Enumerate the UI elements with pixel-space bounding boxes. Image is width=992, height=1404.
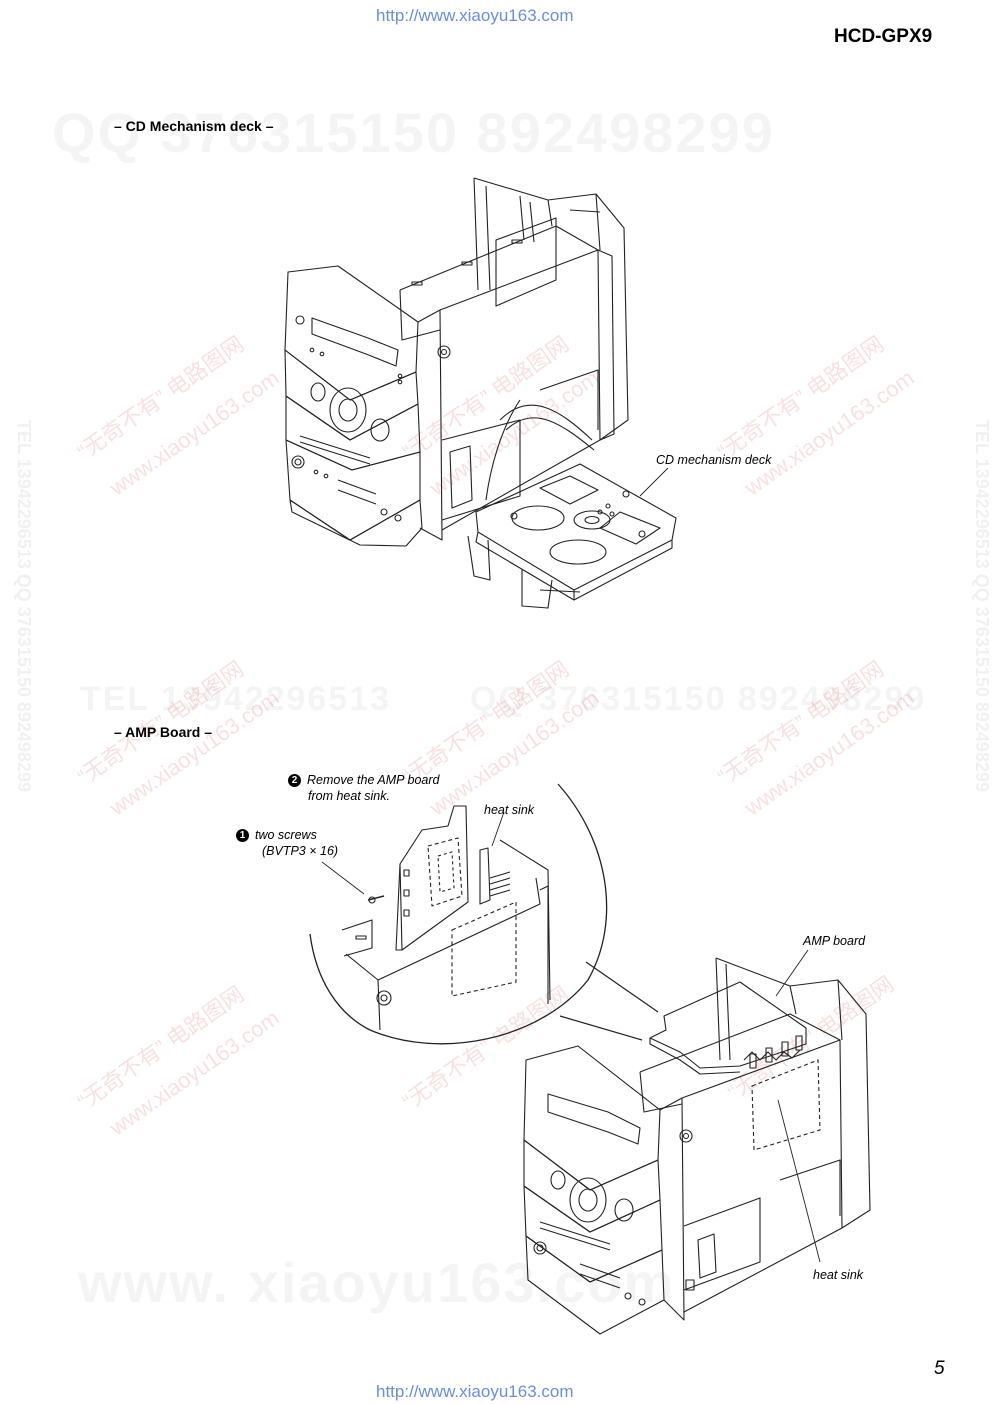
- cd-unit-drawing: [284, 177, 677, 609]
- step-1-number-badge: 1: [236, 829, 249, 842]
- step-1-instruction: 1 two screws: [236, 827, 317, 843]
- watermark-www-bottom: www. xiaoyu163.com: [78, 1250, 675, 1315]
- label-heat-sink-bottom: heat sink: [813, 1268, 864, 1282]
- label-heat-sink-top: heat sink: [484, 803, 535, 817]
- label-cd-mechanism-deck: CD mechanism deck: [656, 453, 772, 467]
- model-number: HCD-GPX9: [834, 26, 933, 47]
- step-1-text: two screws: [255, 828, 317, 842]
- watermark-qq-mid: QQ 376315150 892498299: [470, 680, 926, 719]
- step-2-number-badge: 2: [288, 774, 301, 787]
- top-url-link[interactable]: http://www.xiaoyu163.com: [376, 6, 574, 25]
- amp-zoom-drawing: [309, 783, 871, 1335]
- step-2-text: Remove the AMP board: [307, 773, 440, 787]
- step-2-instruction: 2 Remove the AMP board: [288, 772, 439, 788]
- watermark-tel-mid: TEL 13942296513: [80, 680, 391, 719]
- bottom-url-link[interactable]: http://www.xiaoyu163.com: [376, 1382, 574, 1401]
- step-2-subtext: from heat sink.: [308, 789, 390, 803]
- step-1-subtext: (BVTP3 × 16): [262, 844, 339, 858]
- section-title-cd-mechanism: – CD Mechanism deck –: [114, 118, 274, 134]
- watermark-qq-top: QQ 376315150 892498299: [52, 100, 775, 165]
- label-amp-board: AMP board: [803, 934, 866, 948]
- section-title-amp-board: – AMP Board –: [114, 724, 213, 740]
- page-number: 5: [934, 1358, 945, 1379]
